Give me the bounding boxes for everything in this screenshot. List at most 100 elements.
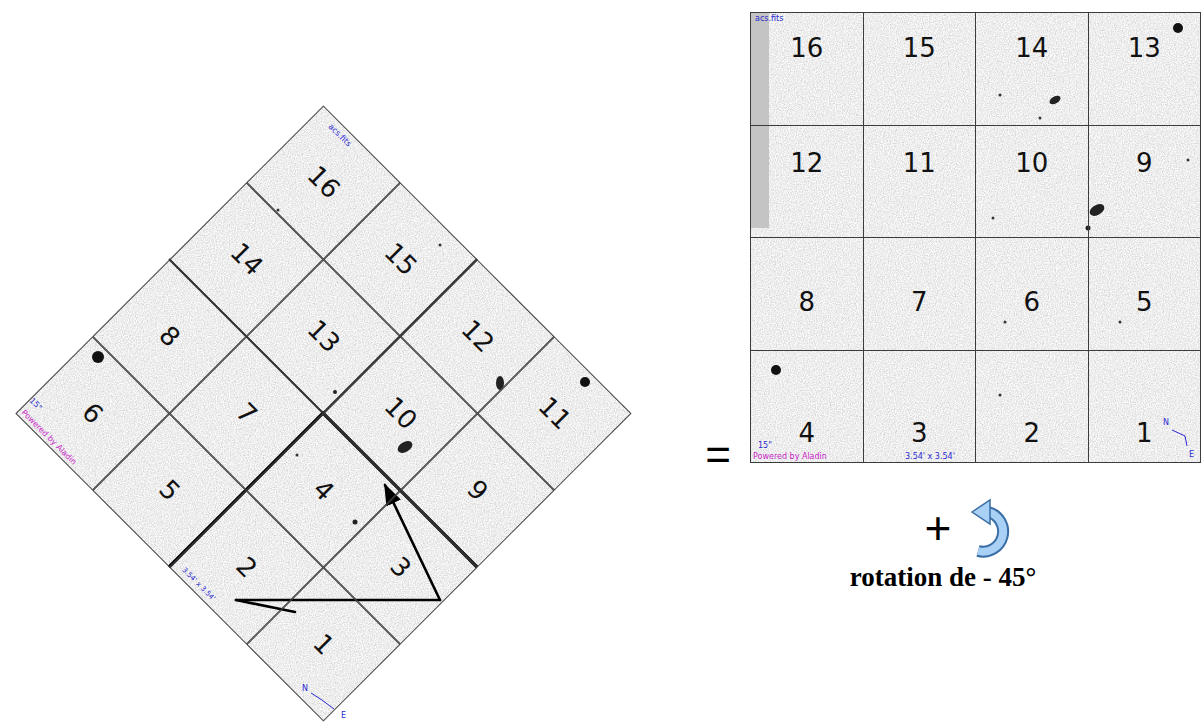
tile-number: 5 [1136, 287, 1153, 317]
tile-number: 4 [798, 418, 815, 448]
tile-number: 6 [1023, 287, 1040, 317]
compass [1172, 430, 1187, 446]
star [1173, 23, 1183, 33]
image-tile: 11 [863, 125, 977, 239]
tile-number: 1 [1136, 418, 1153, 448]
compass [311, 693, 334, 709]
image-tile: 10 [975, 125, 1089, 239]
image-tile: 13 [246, 259, 400, 413]
source-dot [353, 520, 358, 525]
source-dot [999, 94, 1002, 97]
tile-number: 15 [378, 237, 423, 282]
quadrant-outline [169, 413, 477, 567]
tile-number: 15 [903, 33, 936, 63]
star [92, 351, 104, 363]
tile-number: 7 [230, 397, 263, 430]
image-tile: 6 [15, 336, 169, 490]
tile-number: 13 [1128, 33, 1161, 63]
image-tile: 4 [246, 413, 400, 567]
tile-number: 3 [384, 551, 417, 584]
image-tile: 7 [169, 336, 323, 490]
tile-number: 9 [461, 474, 494, 507]
image-tile: 13 [1088, 12, 1202, 126]
image-tile: 9 [400, 413, 554, 567]
image-tile: 7 [863, 237, 977, 351]
source-dot [1039, 117, 1042, 120]
source-dot [296, 454, 299, 457]
scan-order-arrow [385, 485, 440, 600]
scale-label: 15" [28, 396, 44, 412]
compass-label: E [1189, 450, 1194, 459]
tile-number: 6 [76, 397, 109, 430]
source-dot [1119, 321, 1122, 324]
scan-order-arrow [236, 599, 440, 602]
scale-label: 15" [758, 441, 772, 450]
tile-number: 4 [307, 474, 340, 507]
tile-number: 12 [790, 148, 823, 178]
tile-number: 8 [153, 320, 186, 353]
image-tile: 1 [246, 567, 400, 721]
image-tile: 11 [477, 336, 631, 490]
star [580, 377, 590, 387]
star [771, 365, 781, 375]
tile-number: 7 [911, 287, 928, 317]
tile-number: 3 [911, 418, 928, 448]
image-tile: 3 [863, 350, 977, 464]
equals-sign: = [705, 430, 731, 481]
rotation-arrow-head [972, 500, 990, 524]
image-tile: 15 [323, 182, 477, 336]
tile-number: 16 [790, 33, 823, 63]
image-tile: 8 [750, 237, 864, 351]
tile-number: 14 [224, 237, 269, 282]
image-tile: 6 [975, 237, 1089, 351]
tile-number: 1 [307, 628, 340, 661]
image-tile: 3 [323, 490, 477, 644]
quadrant-line [169, 259, 477, 567]
image-tile: 16 [750, 12, 864, 126]
field-size-label: 3.54' x 3.54' [180, 566, 217, 603]
image-tile: 10 [323, 336, 477, 490]
galaxy [396, 439, 415, 456]
image-tile: 1 [1088, 350, 1202, 464]
source-dot [992, 217, 995, 220]
plus-sign: + [925, 502, 952, 555]
galaxy [1048, 94, 1062, 106]
credit-label: Powered by Aladin [753, 452, 827, 461]
tile-number: 10 [378, 391, 423, 436]
tile-number: 5 [153, 474, 186, 507]
image-tile: 5 [1088, 237, 1202, 351]
scan-order-arrow [236, 600, 295, 612]
image-tile: 15 [863, 12, 977, 126]
file-name: acs.fits [327, 122, 354, 149]
compass-label: N [302, 684, 308, 693]
image-edge-band [751, 13, 769, 228]
image-tile: 8 [92, 259, 246, 413]
tile-number: 9 [1136, 148, 1153, 178]
tile-number: 8 [798, 287, 815, 317]
image-tile: 16 [246, 105, 400, 259]
source-dot [333, 390, 337, 394]
compass-label: E [341, 711, 346, 720]
rotation-caption: rotation de - 45° [850, 562, 1037, 593]
image-tile: 5 [92, 413, 246, 567]
image-tile: 2 [975, 350, 1089, 464]
tile-number: 2 [230, 551, 263, 584]
image-tile: 9 [1088, 125, 1202, 239]
tile-number: 10 [1015, 148, 1048, 178]
tile-number: 16 [301, 160, 346, 205]
image-tile: 14 [975, 12, 1089, 126]
credit-label: Powered by Aladin [20, 408, 79, 467]
source-dot [277, 209, 280, 212]
image-tile: 12 [750, 125, 864, 239]
image-tile: 12 [400, 259, 554, 413]
galaxy [496, 376, 504, 390]
source-dot [1004, 321, 1007, 324]
image-ground [750, 12, 1201, 463]
source-dot [1187, 159, 1190, 162]
quadrant-line [169, 259, 477, 567]
tile-number: 11 [532, 391, 577, 436]
galaxy [1088, 202, 1107, 219]
